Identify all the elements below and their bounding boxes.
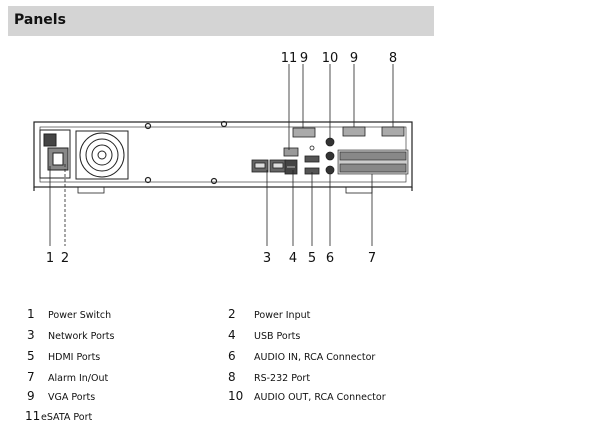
callout-7-bottom: 7: [368, 251, 376, 266]
legend-item-power-switch: 1 Power Switch: [27, 307, 111, 321]
rca-connectors: [325, 137, 335, 175]
top-leader-lines: [288, 64, 394, 150]
callout-8-top: 8: [389, 51, 397, 66]
legend-number: 11: [25, 409, 41, 423]
legend-number: 3: [27, 328, 35, 342]
legend-number: 4: [228, 328, 236, 342]
legend-item-alarm-in-out: 7 Alarm In/Out: [27, 370, 108, 384]
callout-9-top-right: 9: [350, 51, 358, 66]
legend-label: RS-232 Port: [254, 373, 311, 384]
callout-3-bottom: 3: [263, 251, 271, 266]
legend-item-network-ports: 3 Network Ports: [27, 328, 114, 342]
legend-label: Network Ports: [48, 331, 115, 342]
power-module: [39, 129, 71, 179]
legend-label: AUDIO OUT, RCA Connector: [254, 392, 386, 403]
callout-4-bottom: 4: [289, 251, 297, 266]
section-title: Panels: [14, 12, 66, 28]
legend-label: Power Input: [254, 310, 311, 321]
legend-item-audio-out: 10 AUDIO OUT, RCA Connector: [228, 389, 386, 403]
callout-10-top: 10: [322, 51, 339, 66]
legend-item-esata-port: 11 eSATA Port: [25, 409, 92, 423]
callout-11-top: 11: [281, 51, 298, 66]
callout-5-bottom: 5: [308, 251, 316, 266]
legend-label: HDMI Ports: [48, 352, 101, 363]
legend-label: Power Switch: [48, 310, 112, 321]
legend-number: 7: [27, 370, 35, 384]
callout-2-bottom: 2: [61, 251, 69, 266]
section-header: Panels: [8, 6, 434, 36]
legend-number: 10: [228, 389, 244, 403]
fan: [75, 130, 129, 180]
legend-label: eSATA Port: [41, 412, 93, 423]
legend-number: 6: [228, 349, 236, 363]
legend-item-vga-ports: 9 VGA Ports: [27, 389, 95, 403]
legend-label: VGA Ports: [48, 392, 96, 403]
callout-1-bottom: 1: [46, 251, 54, 266]
bottom-leader-lines: [49, 164, 373, 246]
legend-label: USB Ports: [254, 331, 301, 342]
legend-item-usb-ports: 4 USB Ports: [228, 328, 300, 342]
legend-item-power-input: 2 Power Input: [228, 307, 310, 321]
callout-6-bottom: 6: [326, 251, 334, 266]
legend-number: 9: [27, 389, 35, 403]
legend-label: Alarm In/Out: [48, 373, 109, 384]
legend-label: AUDIO IN, RCA Connector: [254, 352, 376, 363]
legend-item-hdmi-ports: 5 HDMI Ports: [27, 349, 100, 363]
alarm-terminal-block: [337, 149, 409, 175]
legend-number: 1: [27, 307, 35, 321]
callout-9-top-left: 9: [300, 51, 308, 66]
network-ports: [251, 159, 287, 173]
legend-item-audio-in: 6 AUDIO IN, RCA Connector: [228, 349, 375, 363]
legend-item-rs232-port: 8 RS-232 Port: [228, 370, 310, 384]
usb-esata-ports: [283, 147, 299, 175]
legend-number: 5: [27, 349, 35, 363]
legend-number: 8: [228, 370, 236, 384]
hdmi-ports: [304, 145, 320, 175]
db-connectors: [292, 126, 405, 138]
legend-number: 2: [228, 307, 236, 321]
